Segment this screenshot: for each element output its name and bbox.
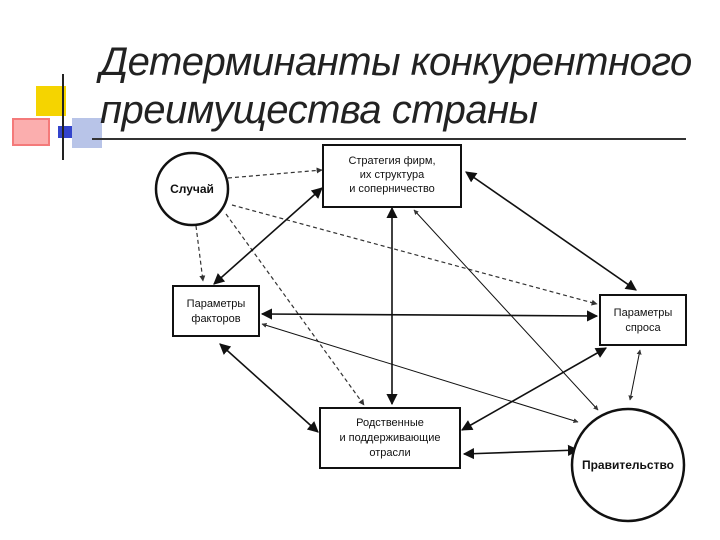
edge-strategy-factors bbox=[213, 187, 323, 285]
title-rule bbox=[92, 138, 686, 140]
edge-strategy-demand bbox=[465, 171, 637, 291]
node-demand-line2: спроса bbox=[625, 322, 661, 334]
node-strategy-line3: и соперничество bbox=[349, 183, 435, 195]
node-factors-line1: Параметры bbox=[187, 298, 246, 310]
slide-title-line2: преимущества страны bbox=[100, 88, 538, 132]
logo-vertical-line bbox=[62, 74, 64, 160]
node-government bbox=[570, 407, 686, 523]
logo-blue-square bbox=[58, 126, 72, 138]
node-factors-line2: факторов bbox=[191, 313, 240, 325]
node-strategy-line1: Стратегия фирм, bbox=[348, 155, 435, 167]
edge-chance-factors bbox=[195, 225, 206, 282]
node-related-line1: Родственные bbox=[356, 417, 424, 429]
edge-related-government bbox=[462, 444, 580, 460]
slide-title: Детерминанты конкурентного преимущества … bbox=[100, 38, 700, 134]
node-related-line3: отрасли bbox=[369, 447, 410, 459]
node-chance bbox=[154, 151, 230, 227]
node-related-line2: и поддерживающие bbox=[339, 432, 440, 444]
edge-chance-strategy bbox=[227, 167, 323, 179]
edge-factors-demand bbox=[260, 308, 599, 322]
node-strategy bbox=[322, 144, 462, 208]
logo-lightblue-square bbox=[72, 118, 102, 148]
logo-yellow-square bbox=[36, 86, 66, 116]
node-chance-label: Случай bbox=[170, 182, 214, 196]
node-demand bbox=[599, 294, 687, 346]
node-government-label: Правительство bbox=[582, 458, 674, 472]
slide-title-line1: Детерминанты конкурентного bbox=[100, 40, 692, 84]
node-factors bbox=[172, 285, 260, 337]
edge-demand-government bbox=[628, 349, 642, 401]
node-demand-line1: Параметры bbox=[614, 307, 673, 319]
edge-factors-related bbox=[219, 343, 319, 433]
edge-demand-related bbox=[461, 347, 607, 431]
edge-factors-government bbox=[261, 322, 579, 424]
node-strategy-line2: их структура bbox=[360, 169, 425, 181]
node-related bbox=[319, 407, 461, 469]
